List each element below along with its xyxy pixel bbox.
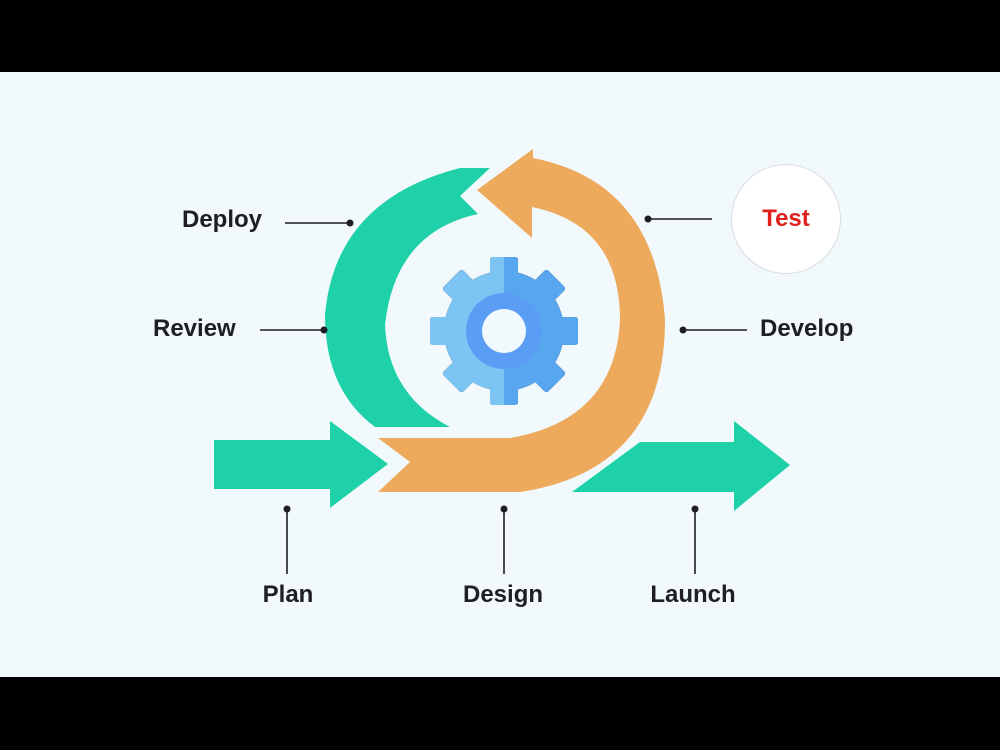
test-label: Test	[762, 205, 810, 232]
teal-cycle-arrow	[325, 168, 490, 427]
review-label: Review	[153, 315, 236, 342]
develop-connector	[679, 326, 747, 334]
launch-connector	[691, 505, 699, 574]
letterbox-top	[0, 0, 1000, 72]
review-connector	[260, 326, 328, 334]
orange-cycle-arrow	[378, 149, 665, 492]
launch-arrow	[572, 421, 790, 511]
plan-label: Plan	[262, 581, 314, 608]
test-highlight-circle: Test	[731, 164, 841, 274]
gear-hub-hole	[482, 309, 526, 353]
plan-connector	[283, 505, 291, 574]
design-connector	[500, 505, 508, 574]
deploy-connector	[285, 219, 354, 227]
gear-icon	[430, 257, 578, 405]
plan-arrow	[214, 421, 388, 508]
test-connector	[644, 215, 712, 223]
launch-label: Launch	[650, 581, 736, 608]
deploy-label: Deploy	[182, 206, 263, 233]
letterbox-bottom	[0, 677, 1000, 750]
develop-label: Develop	[760, 315, 854, 342]
design-label: Design	[462, 581, 544, 608]
